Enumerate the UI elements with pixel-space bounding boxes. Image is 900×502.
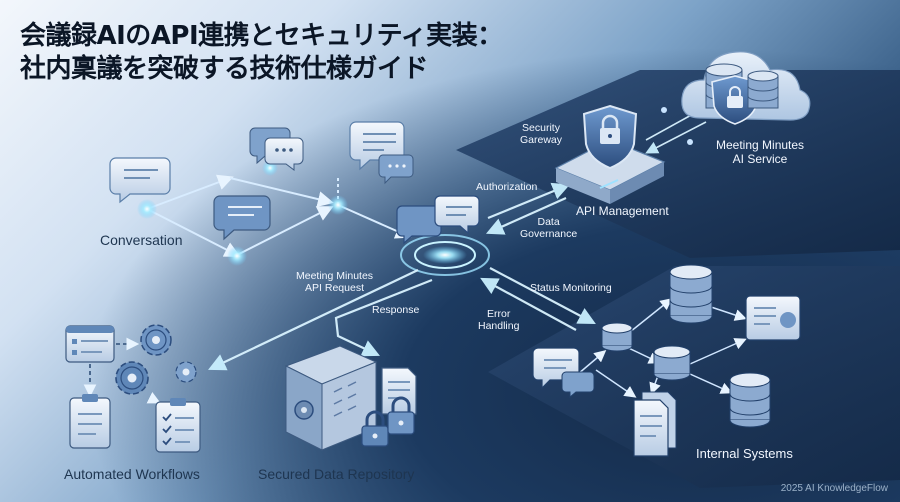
profile-card-icon [745, 295, 801, 341]
lock-icon [361, 410, 389, 447]
message-bubble-icon [349, 121, 414, 185]
automated-workflows-label: Automated Workflows [64, 466, 200, 482]
central-hub [400, 234, 490, 276]
error-handling-label-line-2: Handling [478, 320, 520, 332]
network-glow-nodes [137, 160, 348, 266]
ai-service-label-line-2: AI Service [732, 152, 788, 166]
title-line-1: 会議録AIのAPI連携とセキュリティ実装： [20, 21, 503, 51]
error-handling-label: Error Handling [478, 308, 519, 332]
chat-bubbles-icon [249, 127, 304, 171]
checklist-icon [65, 325, 115, 363]
security-gateway-label-line-2: Gareway [520, 134, 563, 146]
security-gateway-label-line-1: Security [522, 122, 560, 134]
conversation-label: Conversation [100, 232, 183, 248]
documents-icon [633, 391, 677, 457]
gear-icon [140, 324, 172, 356]
api-request-label-line-1: Meeting Minutes [296, 270, 374, 282]
shield-lock-icon [711, 75, 759, 125]
database-icon [669, 264, 713, 324]
clipboard-icon [69, 394, 111, 449]
security-gateway-label: Security Gareway [520, 122, 562, 146]
error-handling-label-line-1: Error [487, 308, 511, 320]
meeting-minutes-ai-service-label: Meeting Minutes AI Service [716, 138, 804, 166]
chat-bubble-icon [532, 347, 595, 399]
database-icon [601, 322, 633, 352]
internal-systems-label: Internal Systems [696, 446, 793, 461]
data-governance-label-line-1: Data [537, 216, 560, 228]
api-management-label: API Management [576, 204, 669, 218]
message-bubble-icon [213, 195, 271, 241]
lock-icon [387, 396, 415, 435]
database-icon [747, 70, 779, 109]
title-line-2: 社内稟議を突破する技術仕様ガイド [20, 54, 429, 84]
authorization-label: Authorization [476, 181, 538, 193]
secured-data-repository-label: Secured Data Repository [258, 466, 415, 482]
conversation-network [146, 174, 412, 257]
status-monitoring-label: Status Monitoring [530, 282, 612, 294]
flow-arrows [208, 106, 707, 371]
workflow-arrows [83, 337, 161, 404]
data-governance-label-line-2: Governance [520, 228, 578, 240]
database-icon [653, 345, 691, 381]
shield-lock-icon [582, 104, 638, 170]
page-title: 会議録AIのAPI連携とセキュリティ実装： 社内稟議を突破する技術仕様ガイド [20, 20, 503, 86]
data-governance-label: Data Governance [520, 216, 577, 240]
footer-credit: 2025 AI KnowledgeFlow [780, 483, 888, 494]
hub-chat-icon [396, 195, 480, 245]
gear-icon [175, 361, 197, 383]
api-request-label-line-2: API Request [305, 282, 364, 294]
api-request-label: Meeting Minutes API Request [296, 270, 373, 294]
sync-icon [661, 107, 693, 145]
gear-icon [115, 361, 149, 395]
clipboard-icon [155, 398, 201, 453]
database-icon [729, 372, 771, 428]
ai-service-label-line-1: Meeting Minutes [716, 138, 805, 152]
response-label: Response [372, 304, 420, 316]
document-icon [381, 367, 417, 415]
chat-bubble-icon [109, 157, 171, 204]
